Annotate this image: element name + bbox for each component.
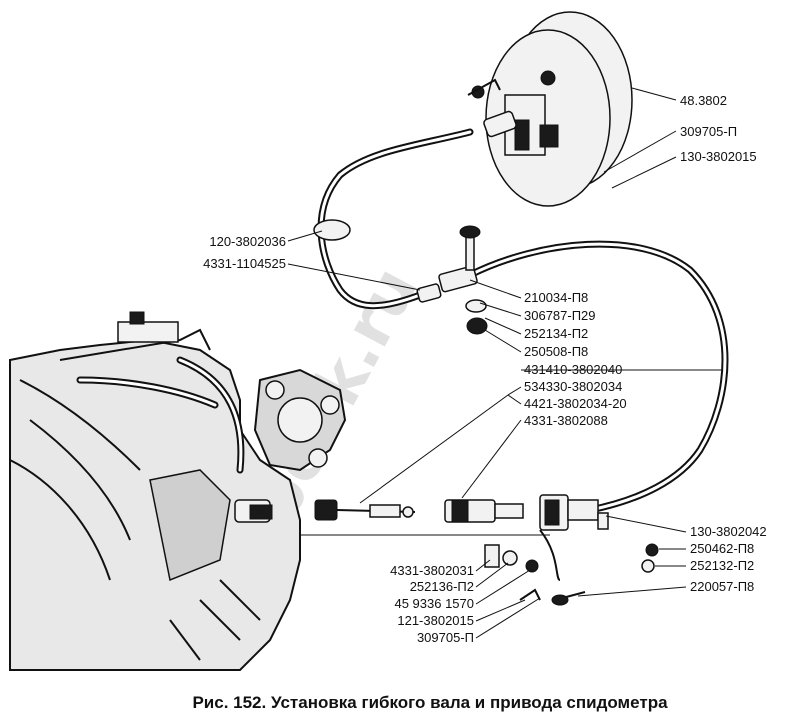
callout-labels: 48.3802 309705-П 130-3802015 120-3802036… — [203, 93, 767, 645]
label-306787-p29: 306787-П29 — [524, 308, 596, 323]
label-130-3802015: 130-3802015 — [680, 149, 757, 164]
label-48-3802: 48.3802 — [680, 93, 727, 108]
label-252136-p2: 252136-П2 — [410, 579, 474, 594]
label-130-3802042: 130-3802042 — [690, 524, 767, 539]
label-252134-p2: 252134-П2 — [524, 326, 588, 341]
label-4331-1104525: 4331-1104525 — [203, 256, 286, 271]
label-4421-3802034-20: 4421-3802034-20 — [524, 396, 627, 411]
flexible-shaft-upper — [313, 128, 474, 310]
label-534330-3802034: 534330-3802034 — [524, 379, 622, 394]
label-121-3802015: 121-3802015 — [397, 613, 474, 628]
label-431410-3802040: 431410-3802040 — [524, 362, 622, 377]
label-4331-3802031: 4331-3802031 — [390, 563, 474, 578]
transmission-housing — [9, 311, 347, 671]
label-120-3802036: 120-3802036 — [209, 234, 286, 249]
figure-caption: Рис. 152. Установка гибкого вала и приво… — [192, 693, 668, 712]
speedometer-gauge — [467, 11, 633, 207]
label-309705-p-top: 309705-П — [680, 124, 737, 139]
label-250462-p8: 250462-П8 — [690, 541, 754, 556]
label-210034-p8: 210034-П8 — [524, 290, 588, 305]
leader-lines — [287, 87, 722, 639]
flexible-shaft-main — [438, 225, 729, 514]
label-309705-p-bottom: 309705-П — [417, 630, 474, 645]
label-250508-p8: 250508-П8 — [524, 344, 588, 359]
label-220057-p8: 220057-П8 — [690, 579, 754, 594]
label-252132-p2: 252132-П2 — [690, 558, 754, 573]
label-45-9336-1570: 45 9336 1570 — [394, 596, 474, 611]
drive-components — [314, 494, 659, 606]
label-4331-3802088: 4331-3802088 — [524, 413, 608, 428]
